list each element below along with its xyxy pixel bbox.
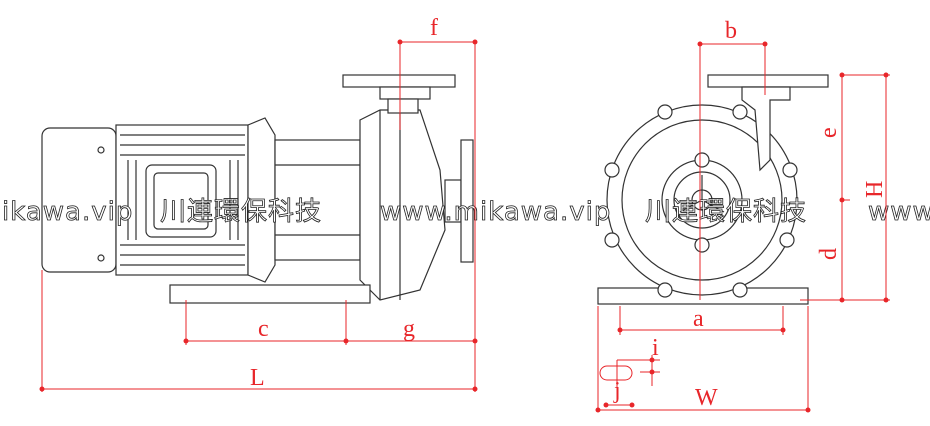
front-discharge-flange: [707, 74, 829, 88]
label-g: g: [403, 316, 415, 342]
label-d: d: [816, 248, 842, 260]
label-c: c: [258, 316, 269, 342]
label-W: W: [695, 385, 718, 411]
watermark: ikawa.vip 川連環保科技 www.mikawa.vip 川連環保科技 w…: [2, 197, 930, 228]
svg-text:川連環保科技: 川連環保科技: [160, 197, 322, 227]
label-j: j: [613, 378, 621, 404]
dimension-lines: [39, 39, 890, 413]
motor-flange: [247, 117, 276, 283]
svg-text:www.: www.: [868, 197, 930, 227]
label-i: i: [652, 335, 659, 361]
discharge-flange: [342, 74, 456, 88]
terminal-box: [145, 164, 217, 238]
svg-text:川連環保科技: 川連環保科技: [645, 197, 807, 227]
bolt-icon: [97, 254, 105, 262]
base-plate: [169, 284, 371, 304]
dimension-labels: f b e H d c g a i j W L: [250, 15, 888, 411]
label-L: L: [250, 365, 265, 391]
label-b: b: [725, 18, 737, 44]
suction-flange: [460, 139, 474, 263]
side-view-pump: [41, 74, 474, 304]
label-H: H: [862, 181, 888, 198]
motor-fins: [120, 134, 245, 266]
front-view-pump: [597, 74, 829, 305]
label-a: a: [693, 306, 704, 332]
label-f: f: [430, 15, 438, 41]
svg-text:ikawa.vip: ikawa.vip: [2, 197, 133, 227]
mounting-slot: [599, 365, 633, 381]
casing-bolts: [604, 104, 798, 298]
label-e: e: [816, 127, 842, 138]
svg-text:www.mikawa.vip: www.mikawa.vip: [380, 197, 611, 227]
bolt-icon: [97, 146, 105, 154]
